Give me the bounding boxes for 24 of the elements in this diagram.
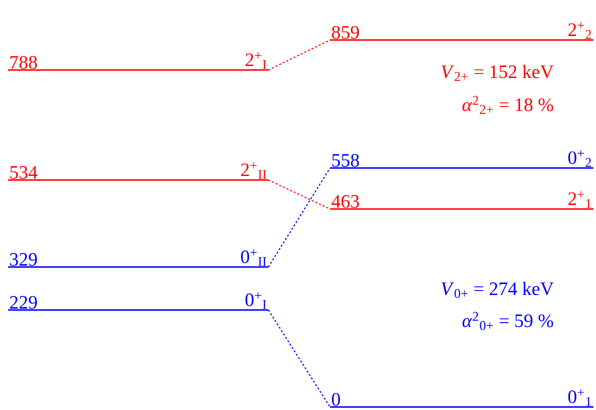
energy-value: 229 xyxy=(10,296,37,309)
spin-label: 2$^{+}$2 xyxy=(568,22,591,39)
parameter-label: V$_{2+}$ = 152 keV xyxy=(442,64,554,81)
energy-value: 463 xyxy=(332,195,359,208)
energy-value: 329 xyxy=(10,253,37,266)
spin-label: 2$^{+}$I xyxy=(246,52,266,69)
energy-value: 534 xyxy=(10,166,38,179)
energy-value: 0 xyxy=(332,393,340,406)
dotted-line xyxy=(268,180,330,210)
energy-value: 788 xyxy=(10,56,37,69)
spin-label: 0$^{+}$2 xyxy=(568,150,591,167)
spin-label: 0$^{+}$I xyxy=(246,292,266,309)
parameter-label: V$_{0+}$ = 274 keV xyxy=(442,282,554,298)
energy-value: 859 xyxy=(332,26,359,39)
spin-label: 2$^{+}$1 xyxy=(568,191,591,208)
dotted-line xyxy=(268,310,330,408)
spin-label: 0$^{+}$II xyxy=(241,249,266,266)
dotted-line xyxy=(268,40,330,70)
energy-value: 558 xyxy=(332,154,359,167)
parameter-label: α$^{2}$$_{2+}$ = 18 % xyxy=(462,96,554,114)
spin-label: 0$^{+}$1 xyxy=(568,389,591,406)
spin-label: 2$^{+}$II xyxy=(241,162,266,179)
parameter-label: α$^{2}$$_{0+}$ = 59 % xyxy=(462,312,554,330)
dotted-line xyxy=(268,168,330,268)
